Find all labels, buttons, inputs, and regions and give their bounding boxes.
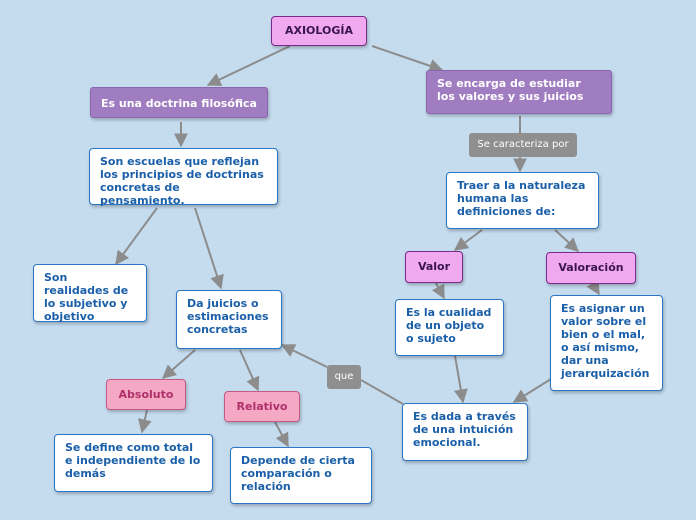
edge-naturaleza-valor [453, 229, 483, 251]
node-define[interactable]: Se define como total e independiente de … [54, 434, 213, 492]
node-estudiar-label: Se encarga de estudiar los valores y sus… [437, 77, 584, 103]
node-valoracion[interactable]: Valoración [546, 252, 636, 284]
node-define-label: Se define como total e independiente de … [65, 441, 201, 480]
node-escuelas-label: Son escuelas que reflejan los principios… [100, 155, 264, 207]
node-cualidad[interactable]: Es la cualidad de un objeto o sujeto [395, 299, 504, 356]
edge-root-doctrina [206, 45, 291, 86]
node-realidades-label: Son realidades de lo subjetivo y objetiv… [44, 271, 129, 323]
node-juicios-label: Da juicios o estimaciones concretas [187, 297, 269, 336]
label-que[interactable]: que [327, 365, 361, 389]
node-absoluto[interactable]: Absoluto [106, 379, 186, 410]
node-valor-label: Valor [417, 260, 451, 273]
node-naturaleza-label: Traer a la naturaleza humana las definic… [457, 179, 586, 218]
node-intuicion-label: Es dada a través de una intuición emocio… [413, 410, 516, 449]
edge-juicios-relativo [239, 349, 260, 392]
edge-root-estudiar [371, 45, 444, 73]
edge-que-juicios [280, 344, 328, 368]
edge-valor-cualidad [431, 282, 445, 300]
node-juicios[interactable]: Da juicios o estimaciones concretas [176, 290, 282, 349]
node-depende-label: Depende de cierta comparación o relación [241, 454, 355, 493]
node-doctrina[interactable]: Es una doctrina filosófica [90, 87, 268, 118]
label-se-caracteriza-por-text: Se caracteriza por [477, 139, 569, 150]
edge-relativo-depende [274, 421, 289, 448]
node-intuicion[interactable]: Es dada a través de una intuición emocio… [402, 403, 528, 461]
node-depende[interactable]: Depende de cierta comparación o relación [230, 447, 372, 504]
edge-naturaleza-valoracion [554, 229, 580, 252]
edge-valoracion-asignar [586, 279, 600, 296]
node-naturaleza[interactable]: Traer a la naturaleza humana las definic… [446, 172, 599, 229]
node-axiologia-label: AXIOLOGÍA [284, 24, 354, 37]
label-se-caracteriza-por[interactable]: Se caracteriza por [469, 133, 577, 157]
label-que-text: que [334, 371, 354, 382]
node-relativo[interactable]: Relativo [224, 391, 300, 422]
node-relativo-label: Relativo [236, 400, 288, 413]
node-cualidad-label: Es la cualidad de un objeto o sujeto [406, 306, 492, 345]
node-valor[interactable]: Valor [405, 251, 463, 283]
edge-cualidad-intuicion [453, 355, 468, 404]
node-escuelas[interactable]: Son escuelas que reflejan los principios… [89, 148, 278, 207]
node-asignar[interactable]: Es asignar un valor sobre el bien o el m… [550, 295, 663, 391]
node-axiologia[interactable]: AXIOLOGÍA [271, 16, 367, 46]
edge-juicios-absoluto [161, 349, 196, 379]
edge-escuelas-juicios [194, 207, 224, 290]
edge-escuelas-realidades [115, 207, 158, 266]
node-asignar-label: Es asignar un valor sobre el bien o el m… [561, 302, 650, 380]
node-absoluto-label: Absoluto [118, 388, 174, 401]
edge-intuicion-que [360, 379, 404, 405]
node-doctrina-label: Es una doctrina filosófica [101, 97, 257, 110]
node-valoracion-label: Valoración [558, 261, 624, 274]
node-estudiar[interactable]: Se encarga de estudiar los valores y sus… [426, 70, 612, 114]
node-realidades[interactable]: Son realidades de lo subjetivo y objetiv… [33, 264, 147, 323]
edge-absoluto-define [137, 409, 152, 434]
